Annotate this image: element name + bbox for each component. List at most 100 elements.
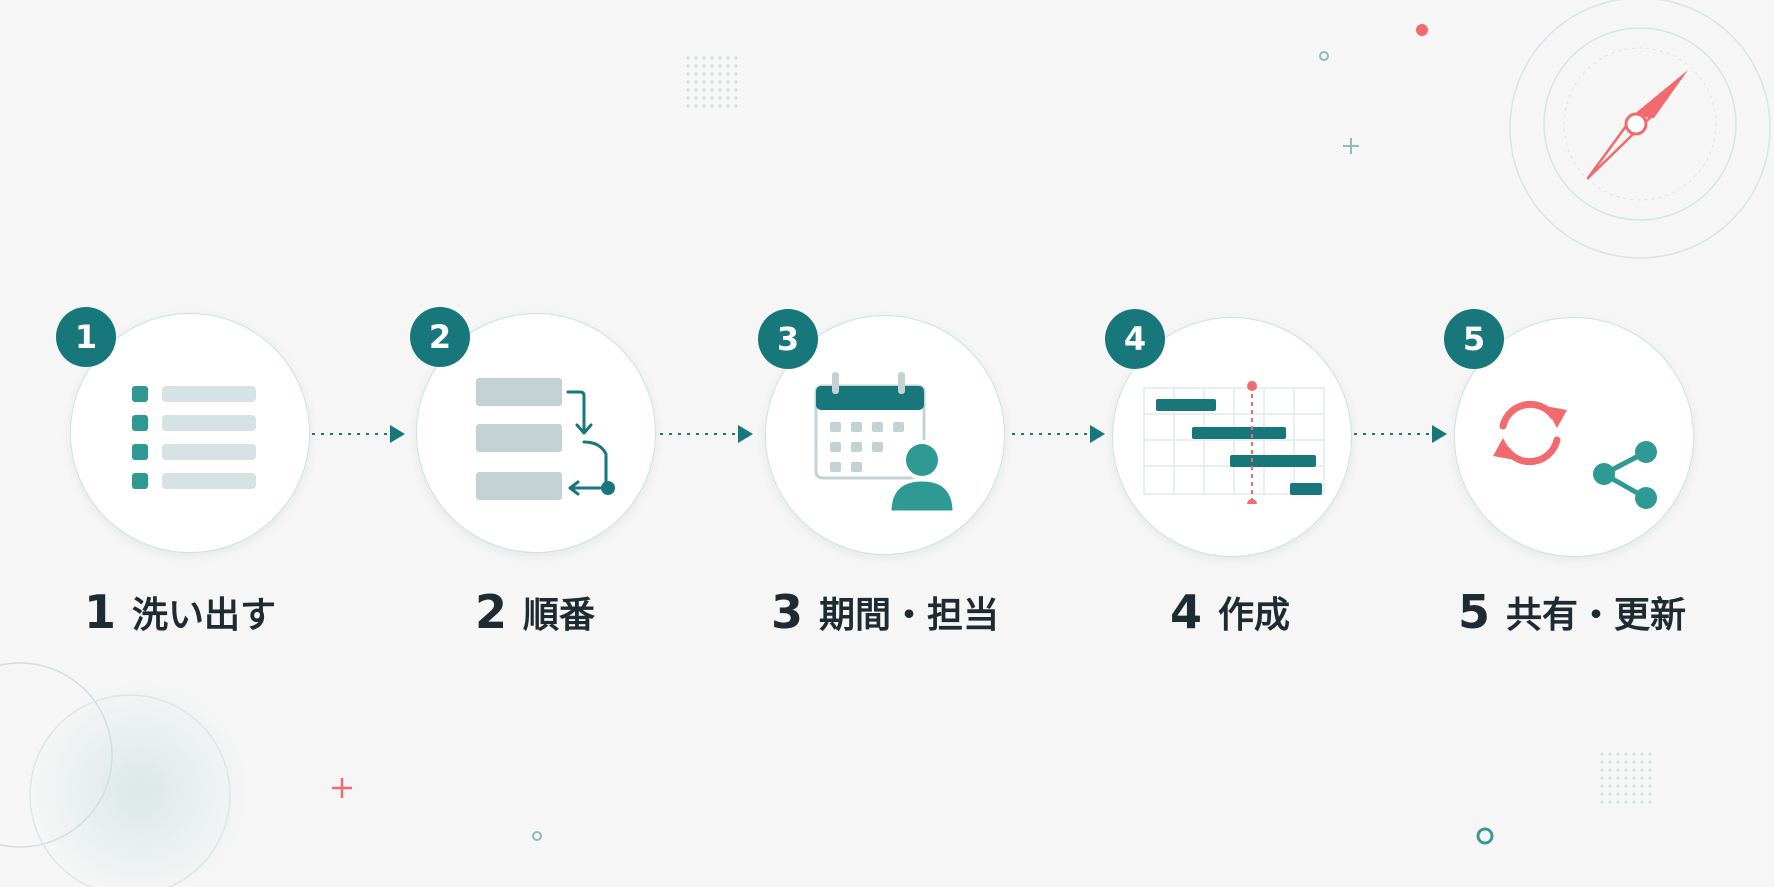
step-5-text: 共有・更新	[1506, 595, 1687, 636]
grid-dot	[1608, 800, 1612, 804]
grid-dot	[1616, 784, 1620, 788]
grid-dot	[718, 72, 722, 76]
ring-decoration	[29, 694, 231, 887]
step-1-label: 1 洗い出す	[0, 584, 360, 640]
grid-dot	[1640, 784, 1644, 788]
arrowhead-icon	[1432, 425, 1447, 443]
grid-dot	[1640, 752, 1644, 756]
arrowhead-icon	[390, 425, 405, 443]
step-1-text: 洗い出す	[132, 595, 277, 636]
grid-dot	[1640, 768, 1644, 772]
grid-dot	[726, 88, 730, 92]
glow-blob	[30, 680, 250, 887]
grid-dot	[710, 64, 714, 68]
grid-dot	[1600, 768, 1604, 772]
grid-dot	[1640, 776, 1644, 780]
ordering-icon	[476, 378, 615, 500]
grid-dot	[718, 104, 722, 108]
plus-decoration	[1343, 138, 1359, 154]
grid-dot	[702, 56, 706, 60]
grid-dot	[1640, 800, 1644, 804]
grid-dot	[686, 88, 690, 92]
dot-decoration	[1416, 24, 1428, 36]
grid-dot	[1616, 752, 1620, 756]
grid-dot	[702, 72, 706, 76]
grid-dot	[718, 96, 722, 100]
grid-dot	[702, 64, 706, 68]
grid-dot	[1616, 768, 1620, 772]
step-4-number: 4	[1169, 585, 1202, 639]
grid-dot	[694, 64, 698, 68]
grid-dot	[1608, 768, 1612, 772]
grid-dot	[1648, 776, 1652, 780]
grid-dot	[1648, 784, 1652, 788]
gantt-chart-icon	[1143, 381, 1325, 504]
arrowhead-icon	[738, 425, 753, 443]
step-2-text: 順番	[523, 595, 596, 636]
grid-dot	[1616, 800, 1620, 804]
step-4-text: 作成	[1218, 595, 1291, 636]
grid-dot	[1640, 792, 1644, 796]
share-icon	[1593, 441, 1657, 509]
grid-dot	[734, 72, 738, 76]
ring-decoration	[0, 662, 113, 848]
grid-dot	[694, 80, 698, 84]
grid-dot	[1624, 776, 1628, 780]
grid-dot	[702, 80, 706, 84]
grid-dot	[686, 64, 690, 68]
grid-dot	[702, 88, 706, 92]
grid-dot	[1640, 760, 1644, 764]
grid-dot	[1624, 752, 1628, 756]
grid-dot	[1648, 752, 1652, 756]
grid-dot	[1600, 752, 1604, 756]
grid-dot	[1648, 792, 1652, 796]
grid-dot	[734, 104, 738, 108]
step-5-badge: 5	[1444, 309, 1504, 369]
grid-dot	[726, 80, 730, 84]
grid-dot	[718, 64, 722, 68]
grid-dot	[1624, 768, 1628, 772]
grid-dot	[1600, 776, 1604, 780]
compass-outer-ring	[1509, 0, 1771, 259]
grid-dot	[1648, 760, 1652, 764]
grid-dot	[1608, 792, 1612, 796]
grid-dot	[1648, 800, 1652, 804]
calendar-assignee-icon	[814, 372, 956, 514]
arrowhead-icon	[1090, 425, 1105, 443]
grid-dot	[702, 104, 706, 108]
grid-dot	[1632, 800, 1636, 804]
grid-dot	[1608, 752, 1612, 756]
grid-dot	[1600, 760, 1604, 764]
grid-dot	[1624, 760, 1628, 764]
grid-dot	[726, 56, 730, 60]
grid-dot	[1616, 760, 1620, 764]
grid-dot	[686, 104, 690, 108]
grid-dot	[694, 72, 698, 76]
step-2-label: 2 順番	[355, 584, 715, 640]
grid-dot	[702, 96, 706, 100]
grid-dot	[694, 104, 698, 108]
step-3-number: 3	[770, 585, 803, 639]
grid-dot	[694, 56, 698, 60]
grid-dot	[710, 104, 714, 108]
grid-dot	[686, 96, 690, 100]
grid-dot	[1608, 760, 1612, 764]
grid-dot	[1632, 768, 1636, 772]
grid-dot	[1632, 792, 1636, 796]
dot-grid-decoration	[686, 56, 738, 108]
compass-icon	[1586, 70, 1688, 180]
grid-dot	[1632, 752, 1636, 756]
grid-dot	[1616, 776, 1620, 780]
grid-dot	[686, 80, 690, 84]
step-4-label: 4 作成	[1050, 584, 1410, 640]
plus-decoration	[332, 778, 352, 798]
grid-dot	[1600, 792, 1604, 796]
dot-decoration	[1476, 827, 1494, 845]
dot-decoration	[532, 831, 542, 841]
grid-dot	[1608, 784, 1612, 788]
grid-dot	[718, 88, 722, 92]
dot-decoration	[1319, 51, 1329, 61]
grid-dot	[1624, 784, 1628, 788]
